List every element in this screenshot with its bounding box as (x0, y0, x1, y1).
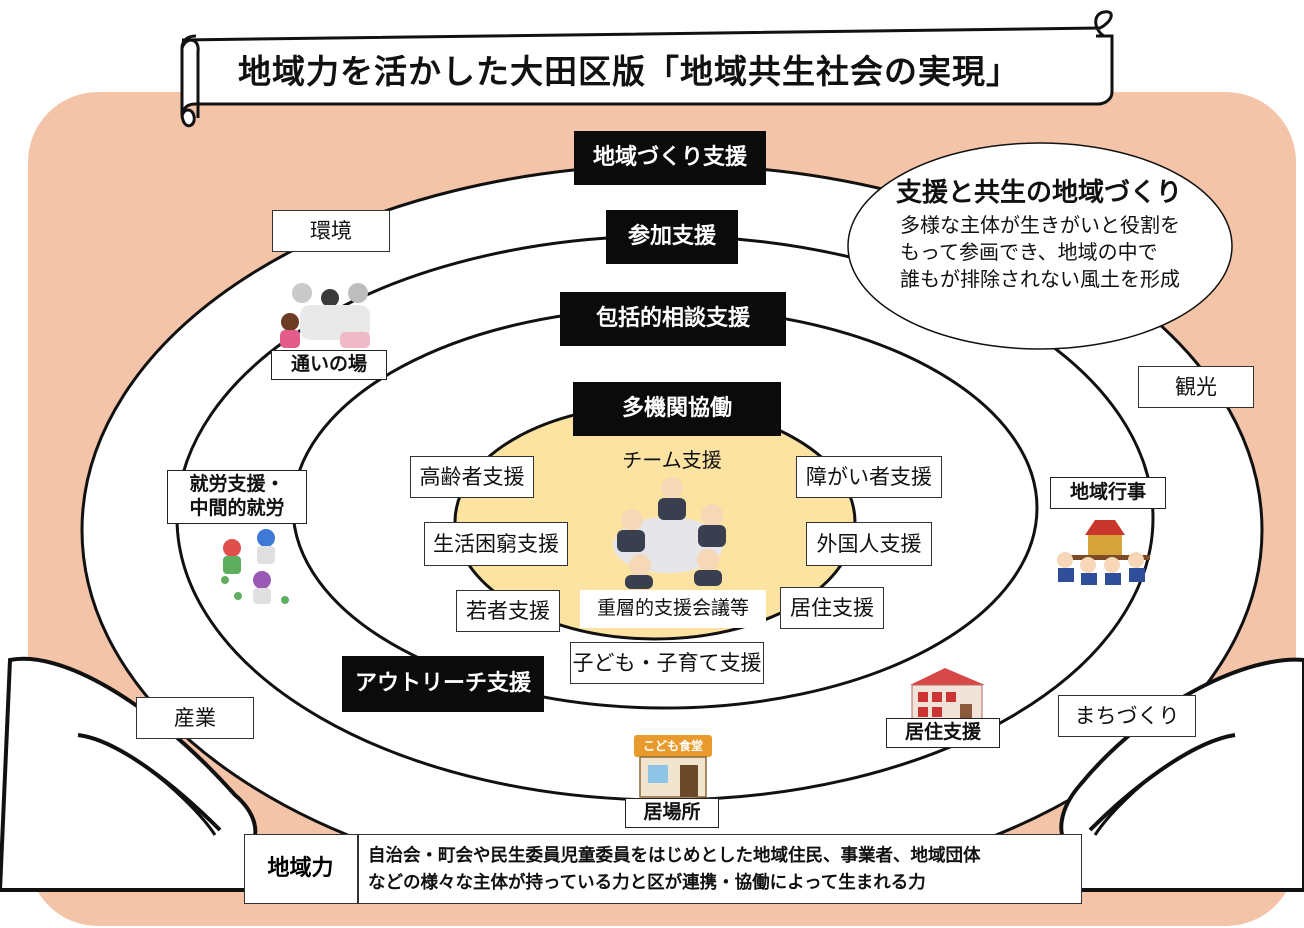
label-multi-layer-meeting: 重層的支援会議等 (580, 590, 766, 628)
kodomo-shokudo-sign: こども食堂 (642, 739, 703, 753)
label-housing-support-outer: 居住支援 (886, 718, 1000, 748)
team-meeting-illustration (613, 477, 726, 589)
left-hand-finger (77, 733, 222, 832)
footer-label: 地域力 (267, 856, 334, 881)
employment-illustration (221, 529, 289, 604)
gathering-illustration (280, 283, 370, 348)
house-illustration (910, 668, 985, 721)
footer-text: 自治会・町会や民生委員児童委員をはじめとした地域住民、事業者、地域団体 などの様… (368, 843, 981, 897)
title-scroll (180, 10, 1114, 128)
person-body (694, 570, 722, 586)
box-tourism: 観光 (1138, 366, 1254, 408)
footer-line: 自治会・町会や民生委員児童委員をはじめとした地域住民、事業者、地域団体 (368, 846, 981, 866)
box-town-development: まちづくり (1058, 695, 1196, 737)
box-youth-support: 若者支援 (456, 590, 560, 632)
person-body (617, 530, 645, 552)
box-poverty-support: 生活困窮支援 (424, 522, 568, 566)
kodomo-shokudo-illustration (634, 735, 712, 798)
bubble-line: 多様な主体が生きがいと役割を (900, 213, 1180, 237)
label-multi-agency-collaboration: 多機関協働 (573, 382, 781, 436)
person-body (698, 525, 726, 547)
label-employment-support: 就労支援・ 中間的就労 (167, 470, 307, 524)
page-title: 地域力を活かした大田区版「地域共生社会の実現」 (238, 52, 1020, 91)
box-elderly-support: 高齢者支援 (410, 456, 534, 498)
festival-illustration (1057, 520, 1150, 585)
person-head (629, 554, 651, 576)
person-body (625, 575, 653, 589)
footer-divider (357, 834, 359, 904)
label-outreach-support: アウトリーチ支援 (342, 656, 544, 712)
label-participation-support: 参加支援 (606, 210, 738, 264)
bubble-line: もって参画でき、地域の中で (900, 240, 1158, 264)
box-child-rearing-support: 子ども・子育て支援 (570, 642, 764, 684)
footer-box (244, 834, 1082, 904)
box-housing-support-core: 居住支援 (780, 587, 884, 629)
person-body (658, 498, 686, 520)
footer-line: などの様々な主体が持っている力と区が連携・協働によって生まれる力 (368, 873, 926, 893)
box-environment: 環境 (272, 210, 390, 252)
person-head (697, 549, 719, 571)
person-head (661, 477, 683, 499)
box-industry: 産業 (136, 697, 254, 739)
person-head (621, 509, 643, 531)
label-community-building-support: 地域づくり支援 (574, 131, 766, 185)
left-hand-thumb (149, 768, 217, 836)
right-hand-thumb (1093, 768, 1161, 836)
label-gathering-place: 通いの場 (271, 350, 387, 380)
right-hand-finger (1088, 733, 1236, 832)
label-community-events: 地域行事 (1050, 477, 1166, 509)
label-ibasho: 居場所 (625, 798, 719, 828)
label-comprehensive-consultation: 包括的相談支援 (560, 292, 786, 346)
bubble-line: 誰もが排除されない風土を形成 (900, 267, 1180, 291)
label-team-support: チーム支援 (622, 448, 722, 472)
box-foreigner-support: 外国人支援 (806, 522, 932, 566)
box-disability-support: 障がい者支援 (796, 456, 942, 498)
person-head (701, 504, 723, 526)
title-scroll-curl-left (180, 38, 200, 118)
bubble-shape (847, 142, 1233, 350)
bubble-title: 支援と共生の地域づくり (896, 178, 1183, 208)
bubble-description: 多様な主体が生きがいと役割を もって参画でき、地域の中で 誰もが排除されない風土… (900, 212, 1180, 293)
